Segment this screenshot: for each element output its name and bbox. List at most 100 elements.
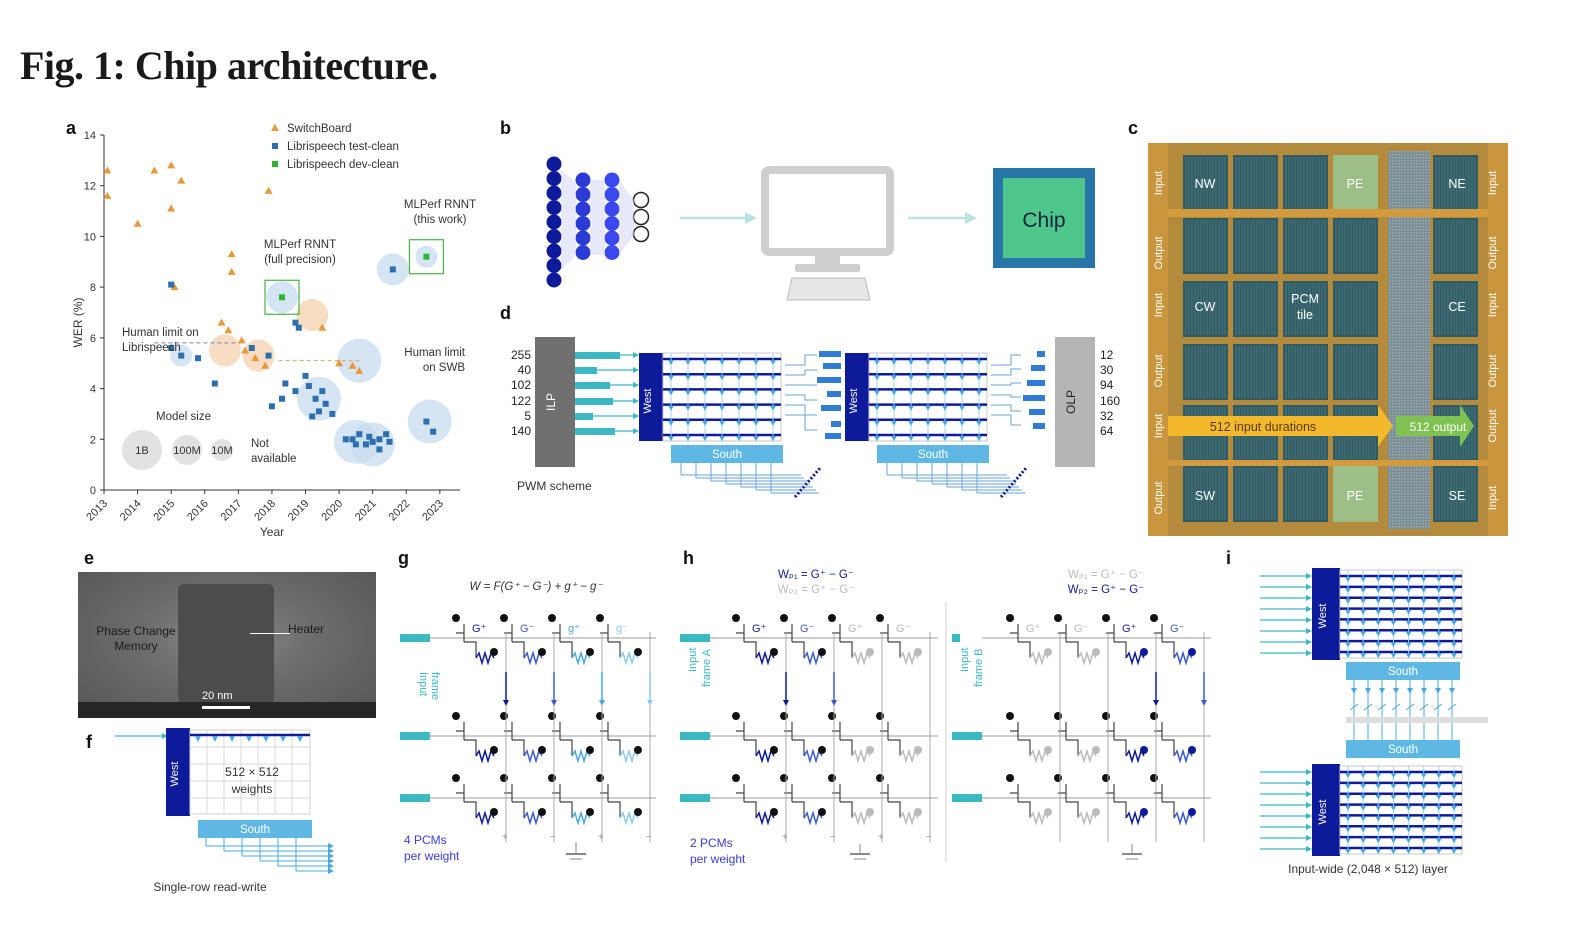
nn-neuron xyxy=(546,243,562,259)
frame-b-label: frame B xyxy=(973,648,985,687)
dev-clean-point xyxy=(279,294,285,301)
conductance-label: G⁻ xyxy=(800,623,815,635)
south-block xyxy=(877,445,989,463)
chart-annotation: MLPerf RNNT xyxy=(264,239,336,251)
pcm-tile xyxy=(1183,218,1228,274)
conductance-label: G⁺ xyxy=(1122,623,1137,635)
pcm-tile xyxy=(1433,218,1478,274)
side-label-left: Input xyxy=(1153,171,1165,195)
test-clean-point xyxy=(302,372,309,379)
pcm-tile xyxy=(1233,466,1278,522)
equation-b: Wₚ₂ = G⁺ − G⁻ xyxy=(1068,584,1145,596)
test-clean-point xyxy=(248,345,255,351)
input-value: 40 xyxy=(518,363,532,377)
model-size-bubble xyxy=(407,399,452,444)
pcm-tile xyxy=(1233,281,1278,337)
bubble-legend-circle xyxy=(122,430,162,470)
test-clean-point xyxy=(362,441,369,448)
test-clean-point xyxy=(386,438,393,445)
output-bar xyxy=(1033,423,1045,429)
test-clean-point xyxy=(376,446,383,453)
test-clean-point xyxy=(279,395,285,402)
h-caption: 2 PCMs xyxy=(690,836,733,850)
output-bar xyxy=(827,391,841,397)
pcm-tile xyxy=(1183,466,1228,522)
input-value: 122 xyxy=(511,394,531,408)
pcm-tile xyxy=(1333,281,1378,337)
output-bar xyxy=(821,405,841,411)
nn-neuron xyxy=(546,185,562,201)
bubble-legend-circle xyxy=(211,439,233,461)
test-clean-point xyxy=(319,388,326,395)
output-bar xyxy=(1029,409,1045,415)
west-block xyxy=(639,353,663,441)
nn-neuron xyxy=(632,225,650,243)
ilp-block xyxy=(535,337,575,467)
model-size-bubble xyxy=(296,299,329,332)
input-frame-label: Input xyxy=(417,672,429,696)
sign-label: + xyxy=(502,832,508,843)
pcm-label: Phase Change Memory xyxy=(96,624,176,653)
nn-neuron xyxy=(575,216,591,231)
input-frame-label: frame xyxy=(429,672,441,700)
frame-a-label: frame A xyxy=(701,648,713,687)
weights-label: weights xyxy=(231,782,273,796)
sign-label: − xyxy=(926,832,932,843)
x-tick-label: 2014 xyxy=(118,498,144,524)
switchboard-point xyxy=(150,166,159,174)
frame-a-label: Input xyxy=(687,648,699,672)
switchboard-point xyxy=(167,161,176,169)
nn-neuron xyxy=(546,214,562,230)
test-clean-point xyxy=(389,266,396,273)
side-label-left: Output xyxy=(1153,354,1165,387)
panel-label-e: e xyxy=(84,548,95,568)
side-label-right: Input xyxy=(1487,486,1499,510)
tile-label-nw: NW xyxy=(1195,177,1216,191)
legend-marker xyxy=(272,143,278,149)
test-clean-point xyxy=(423,418,430,425)
y-axis-label: WER (%) xyxy=(71,298,85,348)
south-label: South xyxy=(1388,744,1418,756)
south-block xyxy=(671,445,783,463)
conductance-label: G⁺ xyxy=(472,623,487,635)
test-clean-point xyxy=(309,413,316,420)
nn-neuron xyxy=(546,272,562,288)
nn-neuron xyxy=(575,201,591,217)
weights-label: 512 × 512 xyxy=(225,765,279,779)
pwm-caption: PWM scheme xyxy=(517,479,592,493)
pcm-tile xyxy=(1433,466,1478,522)
x-tick-label: 2015 xyxy=(151,498,177,524)
chip-label: Chip xyxy=(1022,209,1065,232)
switchboard-point xyxy=(318,323,327,331)
south-label: South xyxy=(712,449,742,461)
input-value: 255 xyxy=(511,348,531,362)
switchboard-point xyxy=(170,283,179,291)
test-clean-point xyxy=(178,352,185,359)
west-block xyxy=(845,353,869,441)
crossbar-array xyxy=(1339,569,1463,659)
side-label-right: Output xyxy=(1487,236,1499,269)
panel-h-crossbar: Wₚ₁ = G⁺ − G⁻Wₚ₂ = G⁺ − G⁻Wₚ₁ = G⁺ − G⁻W… xyxy=(680,569,1211,866)
output-bar xyxy=(819,351,841,357)
x-tick-label: 2023 xyxy=(420,498,446,524)
side-label-right: Output xyxy=(1487,409,1499,442)
output-bar xyxy=(831,421,841,427)
arrow-to-chip xyxy=(908,212,977,224)
side-label-left: Output xyxy=(1153,481,1165,514)
pcm-tile xyxy=(1283,344,1328,400)
switchboard-point xyxy=(217,318,226,326)
pcm-tile xyxy=(1183,344,1228,400)
nn-neuron xyxy=(546,156,562,172)
pe-label: PE xyxy=(1347,177,1364,191)
x-tick-label: 2021 xyxy=(353,498,379,524)
west-label: West xyxy=(848,389,860,414)
test-clean-point xyxy=(295,324,302,331)
output-value: 30 xyxy=(1100,363,1114,377)
test-clean-point xyxy=(268,403,275,410)
scale-bar-label: 20 nm xyxy=(202,690,233,702)
switchboard-point xyxy=(167,204,176,212)
i-caption: Input-wide (2,048 × 512) layer xyxy=(1288,862,1448,876)
equation-a: Wₚ₂ = G⁺ − G⁻ xyxy=(778,584,855,596)
south-label: South xyxy=(240,824,270,836)
